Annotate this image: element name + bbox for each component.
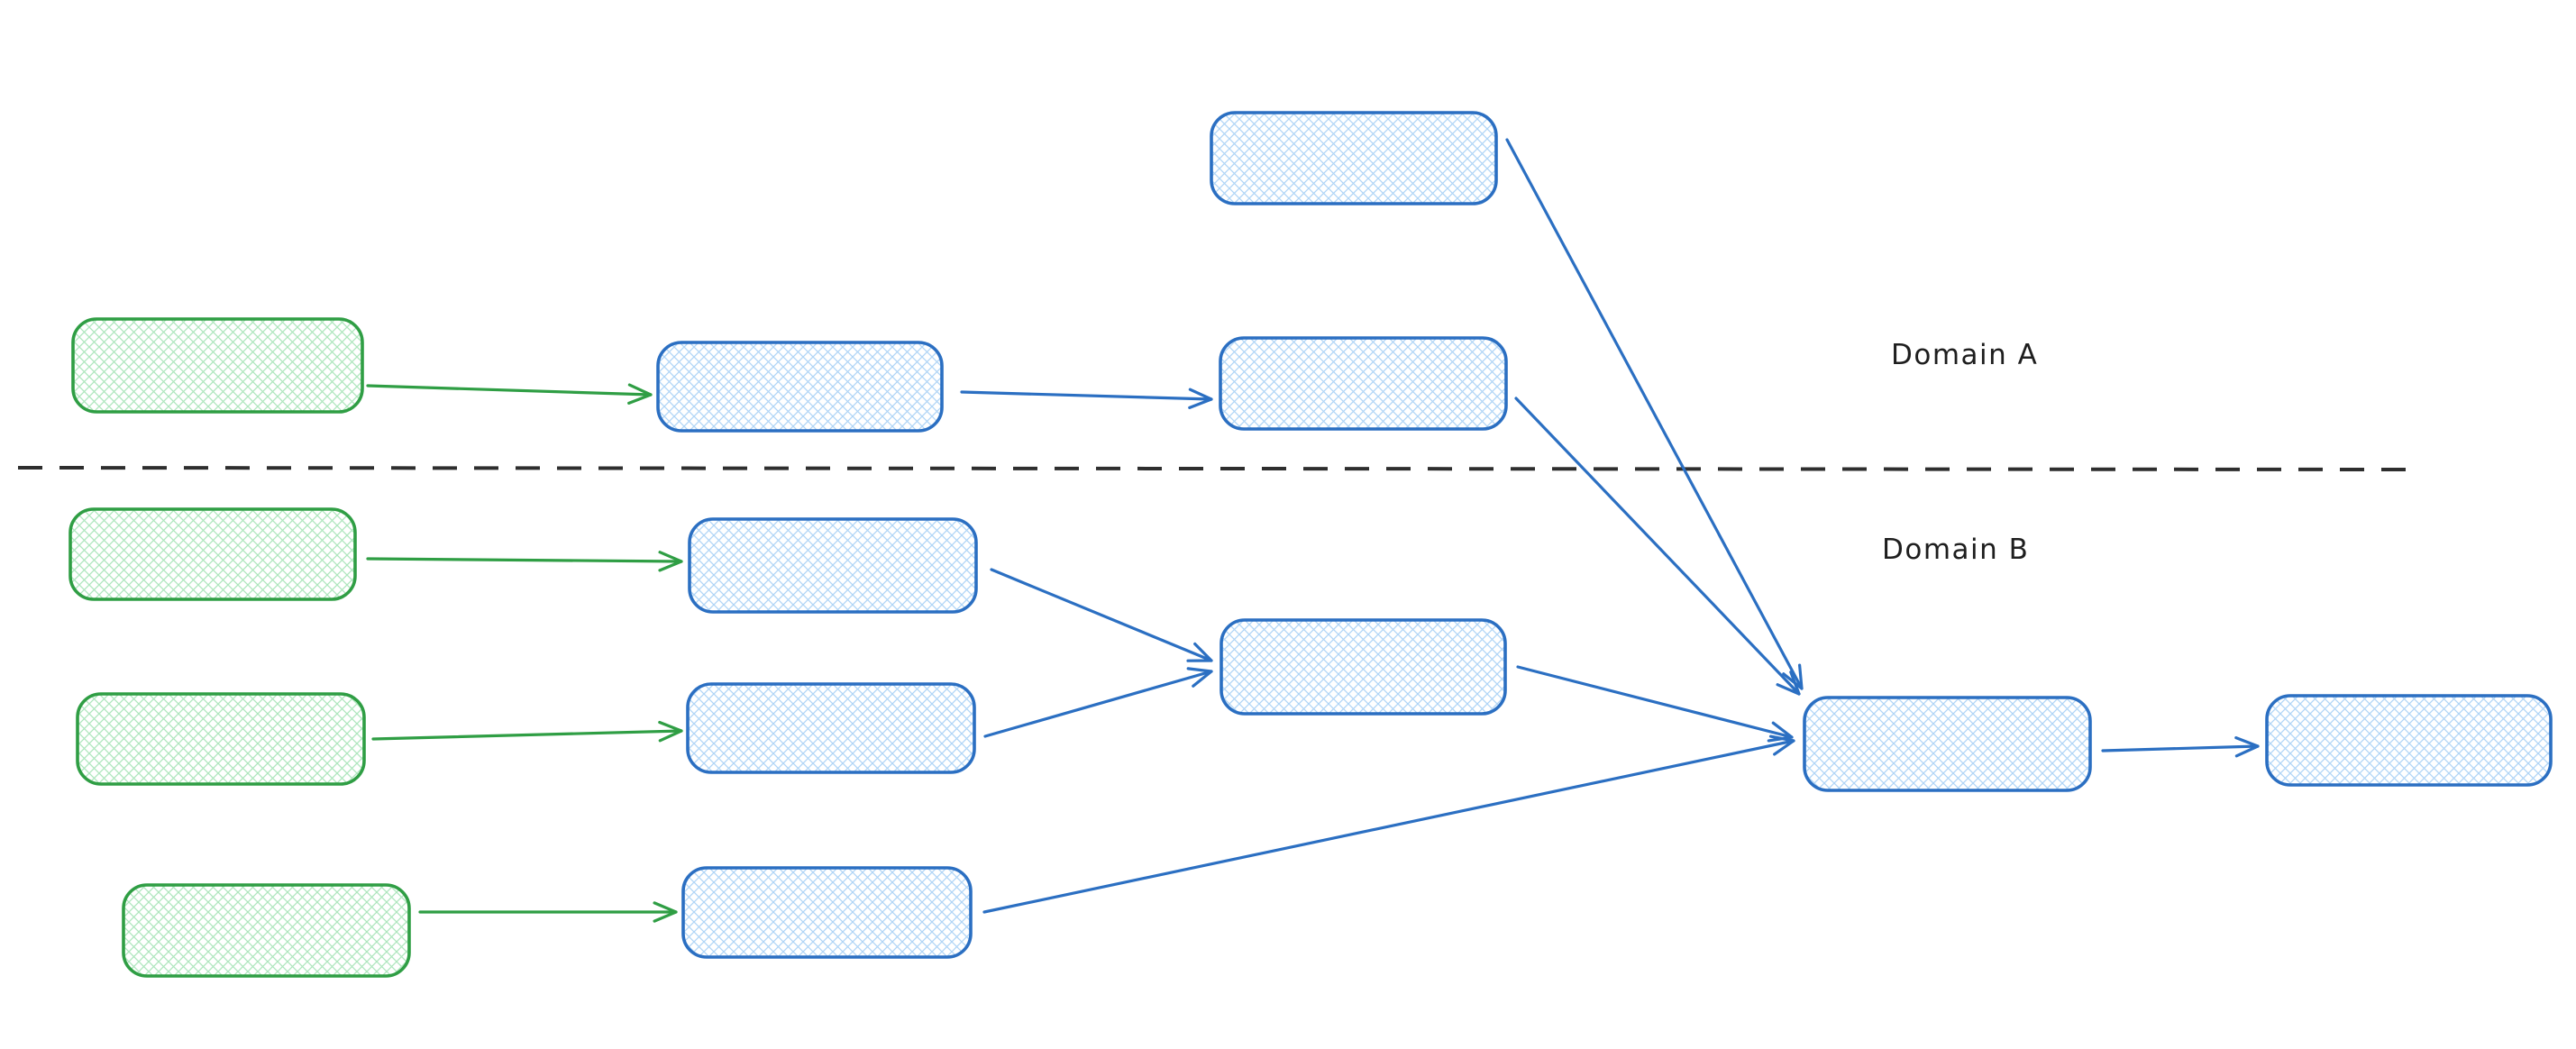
edge-line-stage1-b3-to-aggregator: [982, 739, 1795, 914]
node-merge-b[interactable]: [1219, 618, 1507, 716]
edge-source-b3-to-stage1-b3: [418, 901, 678, 923]
edge-stage1-b1-to-merge-b: [990, 568, 1213, 662]
node-rect-source-b3[interactable]: [122, 883, 411, 978]
node-stage2-a[interactable]: [1219, 336, 1508, 431]
edge-line-aggregator-to-output: [2101, 744, 2260, 753]
edge-line-top-input-to-aggregator: [1505, 138, 1804, 690]
edge-line-stage1-a-to-stage2-a: [960, 390, 1213, 401]
arrowhead-icon: [1782, 663, 1804, 690]
node-rect-source-a1[interactable]: [71, 317, 364, 414]
edge-source-b1-to-stage1-b1: [366, 551, 683, 572]
node-stage1-b3[interactable]: [681, 866, 973, 959]
edge-merge-b-to-aggregator: [1516, 665, 1794, 743]
arrowhead-icon: [627, 383, 653, 405]
edge-stage1-b3-to-aggregator: [982, 734, 1795, 914]
arrowhead-icon: [1188, 388, 1213, 409]
edge-line-merge-b-to-aggregator: [1516, 665, 1794, 739]
node-stage1-b1[interactable]: [688, 517, 978, 614]
node-output[interactable]: [2265, 694, 2553, 787]
edge-line-source-b2-to-stage1-b2: [371, 729, 683, 741]
arrowhead-icon: [1186, 667, 1213, 688]
edge-top-input-to-aggregator: [1505, 138, 1804, 690]
edge-stage1-b2-to-merge-b: [983, 667, 1213, 738]
arrowhead-icon: [1776, 670, 1801, 696]
node-aggregator[interactable]: [1803, 696, 2092, 792]
edge-stage2-a-to-aggregator: [1514, 397, 1801, 696]
domain-divider-dashed-line: [17, 466, 2415, 471]
node-stage1-a[interactable]: [656, 341, 944, 433]
edge-stage1-a-to-stage2-a: [960, 388, 1213, 409]
node-rect-stage1-b3[interactable]: [681, 866, 973, 959]
node-stage1-b2[interactable]: [686, 682, 976, 774]
node-rect-top-input[interactable]: [1210, 111, 1498, 205]
edge-line-stage1-b2-to-merge-b: [983, 670, 1213, 738]
node-rect-stage1-b2[interactable]: [686, 682, 976, 774]
edge-line-source-b1-to-stage1-b1: [366, 557, 683, 563]
arrowhead-icon: [658, 551, 683, 572]
arrowhead-icon: [653, 901, 678, 923]
node-source-b3[interactable]: [122, 883, 411, 978]
edge-line-source-a1-to-stage1-a: [366, 384, 653, 397]
node-top-input[interactable]: [1210, 111, 1498, 205]
arrowhead-icon: [2234, 736, 2260, 758]
node-rect-stage1-b1[interactable]: [688, 517, 978, 614]
node-rect-aggregator[interactable]: [1803, 696, 2092, 792]
arrowhead-icon: [1767, 721, 1794, 743]
node-rect-output[interactable]: [2265, 694, 2553, 787]
label-domain-b: Domain B: [1882, 534, 2029, 566]
edge-line-stage1-b1-to-merge-b: [990, 568, 1213, 662]
edge-source-b2-to-stage1-b2: [371, 720, 683, 743]
label-domain-a: Domain A: [1891, 339, 2038, 371]
node-rect-source-b1[interactable]: [69, 507, 357, 601]
node-source-a1[interactable]: [71, 317, 364, 414]
node-source-b1[interactable]: [69, 507, 357, 601]
arrowhead-icon: [658, 720, 683, 743]
arrowhead-icon: [1768, 734, 1795, 756]
node-rect-merge-b[interactable]: [1219, 618, 1507, 716]
node-rect-source-b2[interactable]: [76, 692, 366, 786]
edge-aggregator-to-output: [2101, 736, 2260, 758]
edge-source-a1-to-stage1-a: [366, 383, 653, 405]
node-source-b2[interactable]: [76, 692, 366, 786]
arrowhead-icon: [1186, 642, 1213, 662]
edge-line-stage2-a-to-aggregator: [1514, 397, 1801, 696]
node-rect-stage1-a[interactable]: [656, 341, 944, 433]
node-rect-stage2-a[interactable]: [1219, 336, 1508, 431]
